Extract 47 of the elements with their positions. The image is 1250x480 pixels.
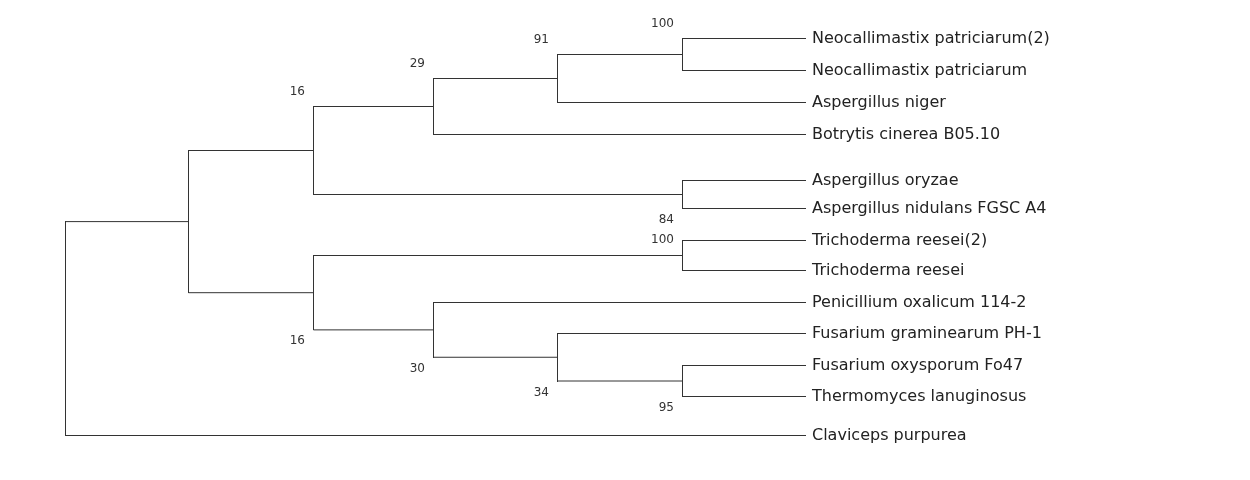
branch-line (682, 240, 807, 241)
branch-line (313, 106, 434, 107)
branch-line (682, 180, 807, 181)
taxon-label: Trichoderma reesei (806, 260, 965, 280)
branch-line (65, 221, 189, 223)
branch-line (682, 396, 807, 397)
branch-line (313, 329, 434, 331)
bootstrap-value: 30 (408, 360, 425, 375)
taxon-label: Neocallimastix patriciarum(2) (806, 28, 1050, 48)
branch-line (682, 70, 807, 71)
bootstrap-value: 16 (288, 84, 305, 98)
taxon-label: Claviceps purpurea (806, 425, 967, 445)
branch-line (313, 194, 683, 195)
taxon-label: Aspergillus oryzae (806, 170, 959, 190)
taxon-label: Neocallimastix patriciarum (806, 60, 1028, 80)
branch-line (557, 102, 807, 103)
branch-line (682, 365, 807, 366)
branch-line (557, 333, 807, 334)
branch-line (433, 78, 558, 79)
branch-line (313, 255, 683, 256)
branch-line (682, 270, 807, 271)
branch-line (433, 302, 807, 303)
taxon-label: Aspergillus niger (806, 92, 946, 112)
taxon-label: Fusarium graminearum PH-1 (806, 323, 1042, 343)
branch-line (433, 356, 558, 358)
branch-line (682, 208, 807, 209)
branch-line (557, 54, 683, 55)
branch-line (557, 380, 683, 382)
branch-line (65, 435, 807, 436)
taxon-label: Aspergillus nidulans FGSC A4 (806, 198, 1047, 218)
bootstrap-value: 84 (657, 212, 674, 226)
taxon-label: Penicillium oxalicum 114-2 (806, 292, 1027, 312)
bootstrap-value: 100 (650, 16, 674, 30)
branch-line (682, 38, 807, 39)
branch-line (433, 134, 807, 135)
branch-line (188, 292, 314, 294)
branch-line (188, 150, 314, 151)
bootstrap-value: 29 (408, 56, 425, 70)
bootstrap-value: 100 (650, 232, 674, 246)
taxon-label: Thermomyces lanuginosus (806, 386, 1027, 406)
bootstrap-value: 95 (657, 400, 674, 414)
bootstrap-value: 34 (532, 384, 549, 399)
bootstrap-value: 91 (532, 32, 549, 46)
bootstrap-value: 16 (288, 333, 305, 348)
taxon-label: Trichoderma reesei(2) (806, 230, 988, 250)
taxon-label: Botrytis cinerea B05.10 (806, 124, 1001, 144)
taxon-label: Fusarium oxysporum Fo47 (806, 355, 1024, 375)
